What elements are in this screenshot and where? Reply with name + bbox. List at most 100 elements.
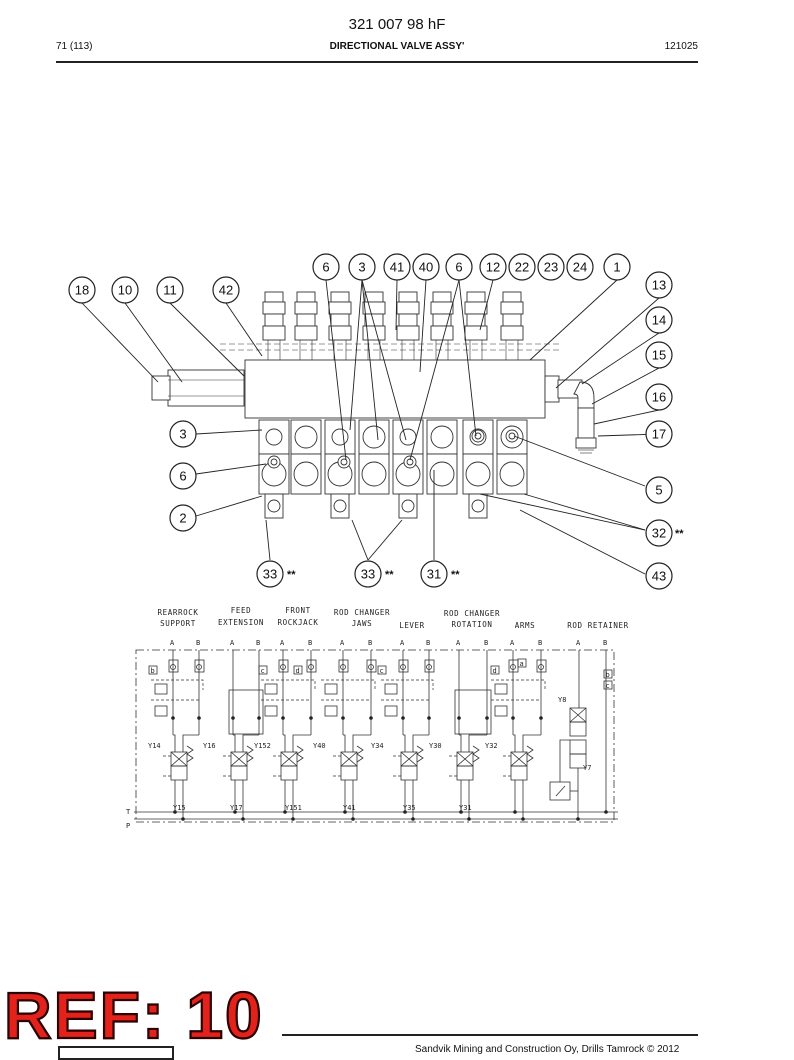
pilot-valve: [384, 705, 398, 717]
label-feed-2: EXTENSION: [218, 618, 264, 627]
cap-plug: [471, 499, 485, 513]
fitting-base: [464, 325, 488, 341]
svg-text:6: 6: [455, 260, 462, 275]
port-b-label: B: [426, 639, 430, 647]
fitting-body: [330, 313, 350, 327]
spring: [472, 745, 480, 763]
check-valve: [338, 659, 349, 673]
label-rearrock-2: SUPPORT: [160, 619, 196, 628]
callout-33-left: 33**: [256, 560, 296, 588]
port-b-label: B: [484, 639, 488, 647]
fitting-hex: [262, 301, 286, 315]
hydraulic-schematic: REARROCK SUPPORT FEED EXTENSION FRONT RO…: [126, 606, 628, 830]
callout-14: 14: [645, 306, 673, 334]
lower-valve-sections: [258, 419, 528, 519]
port-b-label: B: [256, 639, 260, 647]
solenoid-coil: [361, 461, 387, 487]
spring: [186, 745, 194, 763]
pilot-valve: [154, 705, 168, 717]
svg-text:Y7: Y7: [583, 764, 591, 772]
solenoid-labels: Y14 Y16 Y152 Y40 Y34 Y30 Y32 Y8 Y7 Y15 Y…: [148, 696, 591, 812]
fitting-nut: [398, 291, 418, 303]
callout-11: 11: [156, 276, 184, 304]
solenoid-coil: [465, 461, 491, 487]
svg-text:d: d: [296, 667, 300, 675]
port-b-label: B: [196, 639, 200, 647]
line-t-label: T: [126, 808, 131, 816]
valve-port: [430, 425, 454, 449]
svg-text:5: 5: [655, 483, 662, 498]
svg-text:c: c: [380, 667, 384, 675]
label-rcjaws-2: JAWS: [352, 619, 372, 628]
port-a-label: A: [230, 639, 235, 647]
label-arms: ARMS: [515, 621, 535, 630]
svg-text:42: 42: [219, 283, 233, 298]
svg-text:c: c: [606, 682, 610, 690]
pilot-valve: [384, 683, 398, 695]
page-title: DIRECTIONAL VALVE ASSY': [329, 41, 465, 52]
check-valve: [424, 659, 435, 673]
fitting-base: [396, 325, 420, 341]
port-b-label: B: [368, 639, 372, 647]
spool-lower: [280, 765, 298, 781]
svg-text:3: 3: [358, 260, 365, 275]
svg-text:41: 41: [390, 260, 404, 275]
solenoid-coil: [499, 461, 525, 487]
callout-3-left: 3: [169, 420, 197, 448]
spring: [246, 745, 254, 763]
fitting-base: [430, 325, 454, 341]
fitting-nut: [296, 291, 316, 303]
label-rearrock-1: REARROCK: [158, 608, 199, 617]
callout-bubbles: 6 3 41 40 6 12 22 23 24 1 18 10 11 42 13…: [68, 253, 684, 590]
pilot-valve: [494, 705, 508, 717]
svg-text:b: b: [151, 667, 155, 675]
pilot-valve: [264, 705, 278, 717]
port-a-label: A: [510, 639, 515, 647]
manifold-body: [244, 359, 546, 419]
spool-lower: [456, 765, 474, 781]
svg-text:32: 32: [652, 526, 666, 541]
label-front-2: ROCKJACK: [278, 618, 319, 627]
fitting-base: [262, 325, 286, 341]
svg-text:c: c: [261, 667, 265, 675]
svg-text:Y30: Y30: [429, 742, 442, 750]
port-a-label: A: [170, 639, 175, 647]
callout-22: 22: [508, 253, 536, 281]
retainer-spool-lower: [569, 721, 587, 737]
callout-16: 16: [645, 383, 673, 411]
spool-lower: [400, 765, 418, 781]
callout-32: 32**: [645, 519, 684, 547]
callout-2: 2: [169, 504, 197, 532]
valve-port: [265, 428, 283, 446]
callout-33-middle: 33**: [354, 560, 394, 588]
check-valve: [168, 659, 179, 673]
port-a-label: A: [400, 639, 405, 647]
pilot-valve: [324, 705, 338, 717]
svg-text:13: 13: [652, 278, 666, 293]
check-valve: [536, 659, 547, 673]
check-fitting-core: [474, 432, 482, 440]
fitting-nut: [466, 291, 486, 303]
spool-lower: [230, 765, 248, 781]
fitting-nut: [502, 291, 522, 303]
fitting-hex: [362, 301, 386, 315]
check-valve: [398, 659, 409, 673]
fitting-hex: [500, 301, 524, 315]
callout-1: 1: [603, 253, 631, 281]
check-valve: [306, 659, 317, 673]
spool-lower: [170, 765, 188, 781]
pilot-valve: [494, 683, 508, 695]
callout-24: 24: [566, 253, 594, 281]
page-number: 71 (113): [56, 41, 93, 52]
fitting-hex: [464, 301, 488, 315]
fitting-hex: [430, 301, 454, 315]
svg-text:d: d: [493, 667, 497, 675]
fitting-base: [362, 325, 386, 341]
svg-text:Y41: Y41: [343, 804, 356, 812]
pilot-valve: [154, 683, 168, 695]
svg-text:10: 10: [118, 283, 132, 298]
callout-13: 13: [645, 271, 673, 299]
svg-text:**: **: [451, 569, 460, 581]
